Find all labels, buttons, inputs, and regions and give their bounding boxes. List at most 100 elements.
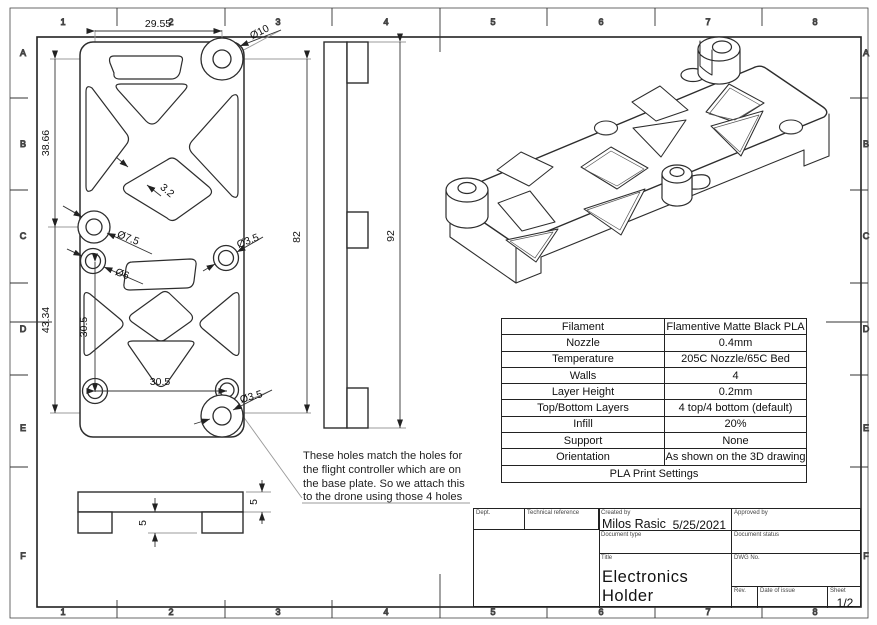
setting-value: 20%	[724, 418, 747, 431]
document-type-label: Document type	[601, 532, 642, 538]
setting-label: Filament	[502, 319, 665, 335]
setting-label: Support	[502, 433, 665, 449]
table-row: Filament Flamentive Matte Black PLA	[502, 319, 806, 336]
sheet-label: Sheet	[830, 588, 846, 594]
zone-column-label-8: 8	[812, 607, 817, 617]
zone-ticks	[10, 8, 868, 618]
table-row: Infill 20%	[502, 416, 806, 434]
table-row: Temperature 205C Nozzle/65C Bed	[502, 351, 806, 368]
drawing-title: Electronics Holder	[602, 568, 689, 605]
approved-by-label: Approved by	[734, 510, 768, 516]
front-view	[77, 37, 245, 438]
date-of-issue-label: Date of issue	[760, 588, 796, 594]
note-line-4: to the drone using those 4 holes	[303, 491, 463, 503]
setting-label: Walls	[502, 367, 665, 384]
zone-row-label-C: C	[863, 231, 870, 241]
zone-column-label-3: 3	[275, 607, 280, 617]
zone-row-label-B: B	[863, 139, 869, 149]
setting-value: 205C Nozzle/65C Bed	[681, 353, 790, 366]
iso-boss-left	[445, 177, 489, 229]
setting-value: 0.2mm	[718, 385, 753, 398]
setting-label: Layer Height	[502, 384, 665, 400]
dim-foot-height: 5	[137, 520, 149, 526]
zone-column-label-4: 4	[383, 17, 388, 27]
dim-lower-length: 43.34	[40, 307, 52, 333]
dim-top-hole: Ø10	[248, 22, 271, 42]
approved-by-cell: Approved by	[732, 509, 861, 531]
table-row: Layer Height 0.2mm	[502, 384, 806, 401]
dim-hole-spacing-vertical: 30.5	[78, 317, 90, 338]
zone-column-label-2: 2	[168, 607, 173, 617]
rev-label: Rev.	[734, 588, 746, 594]
zone-row-label-E: E	[20, 423, 26, 433]
sheet-number: 1/2	[836, 596, 854, 610]
zone-row-label-D: D	[863, 324, 870, 334]
zone-column-label-1: 1	[60, 607, 65, 617]
note-line-2: the flight controller which are on	[303, 464, 461, 476]
table-row: Top/Bottom Layers 4 top/4 bottom (defaul…	[502, 400, 806, 417]
dwg-no-label: DWG No.	[734, 555, 760, 561]
zone-column-label-8: 8	[812, 17, 817, 27]
dim-upper-length: 38.66	[40, 130, 52, 156]
zone-column-label-5: 5	[490, 607, 495, 617]
setting-value: 0.4mm	[718, 336, 753, 349]
zone-column-label-4: 4	[383, 607, 388, 617]
iso-pockets	[496, 83, 765, 263]
divider	[599, 509, 600, 608]
setting-value: 4	[732, 369, 739, 382]
zone-column-label-6: 6	[598, 607, 603, 617]
sheet-cell: Sheet 1/2	[828, 587, 862, 610]
bottom-view	[77, 491, 244, 534]
dim-front-height: 82	[291, 231, 303, 243]
zone-row-label-D: D	[20, 324, 27, 334]
dim-hole-spacing-horizontal: 30.5	[150, 376, 171, 388]
side-view	[323, 41, 369, 429]
zone-column-label-1: 1	[60, 17, 65, 27]
table-row: Support None	[502, 433, 806, 450]
table-row: Walls 4	[502, 367, 806, 385]
setting-value: As shown on the 3D drawing	[665, 451, 806, 464]
annotation-note: These holes match the holes for the flig…	[303, 450, 465, 503]
setting-label: Temperature	[502, 351, 665, 367]
iso-pocket-depth-lines	[509, 87, 761, 259]
zone-row-label-F: F	[20, 551, 26, 561]
iso-small-holes	[593, 119, 804, 136]
note-line-3: the base plate. So we attach this	[303, 478, 465, 490]
zone-column-label-3: 3	[275, 17, 280, 27]
table-footer: PLA Print Settings	[609, 467, 699, 480]
rev-cell: Rev.	[732, 587, 758, 608]
setting-label: Orientation	[502, 449, 665, 465]
dwg-no-cell: DWG No.	[732, 554, 861, 587]
zone-row-label-C: C	[20, 231, 27, 241]
zone-row-label-B: B	[20, 139, 26, 149]
setting-label: Nozzle	[502, 335, 665, 351]
dim-mid-left-hole-inner: Ø6	[113, 266, 131, 282]
document-type-cell: Document type	[599, 531, 732, 554]
title-cell: Title Electronics Holder	[599, 554, 732, 608]
zone-row-label-E: E	[863, 423, 869, 433]
zone-row-label-F: F	[863, 551, 869, 561]
zone-column-label-7: 7	[705, 17, 710, 27]
technical-reference-cell: Technical reference	[525, 509, 599, 530]
setting-value: Flamentive Matte Black PLA	[666, 320, 805, 333]
iso-boss-top	[697, 36, 741, 85]
setting-label: Infill	[502, 416, 665, 433]
dim-side-length: 92	[385, 230, 397, 242]
created-by-label: Created by	[601, 510, 631, 516]
dim-top-width: 29.55	[145, 18, 171, 30]
created-by-cell: Created by Milos Rasic 5/25/2021	[599, 509, 732, 532]
dim-plate-thickness: 5	[248, 499, 260, 505]
iso-view	[445, 36, 830, 284]
setting-value: None	[722, 434, 749, 447]
zone-row-label-A: A	[20, 48, 26, 58]
note-line-1: These holes match the holes for	[303, 450, 462, 462]
document-status-cell: Document status	[732, 531, 861, 554]
title-label: Title	[601, 555, 613, 561]
title-block: Dept. Technical reference Created by Mil…	[473, 508, 862, 610]
